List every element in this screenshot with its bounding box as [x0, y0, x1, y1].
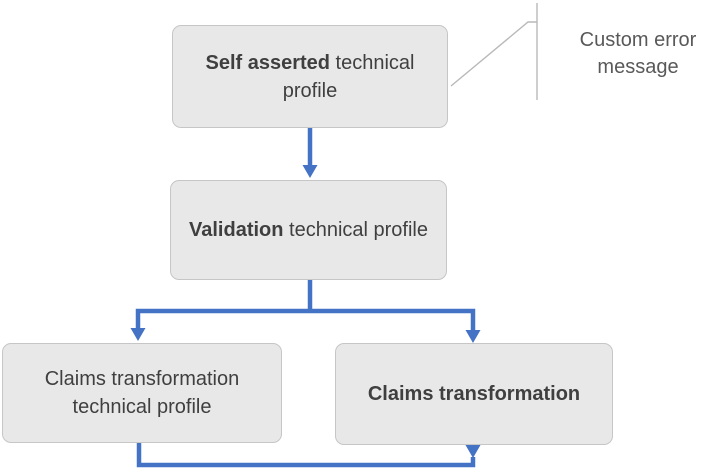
node-label-bold: Claims transformation — [367, 383, 581, 405]
node-self-asserted-technical-profile: Self asserted technical profile — [172, 25, 448, 128]
arrowhead-to-claims-transformation-top — [465, 330, 481, 343]
custom-error-message-label: Custom error message — [579, 29, 697, 78]
node-label: Claims transformation — [368, 380, 580, 408]
node-label-regular: Claims transformation technical profile — [44, 368, 240, 418]
node-label-regular: technical profile — [282, 51, 415, 102]
node-claims-transformation-technical-profile: Claims transformation technical profile — [2, 343, 282, 443]
node-validation-technical-profile: Validation technical profile — [170, 180, 447, 280]
arrowhead-to-validation — [302, 165, 318, 178]
connector-bottom-loop — [136, 443, 476, 468]
node-label: Claims transformation technical profile — [13, 365, 271, 421]
node-label-bold: Self asserted — [205, 51, 330, 74]
node-label: Validation technical profile — [189, 216, 428, 244]
connector-split-rail — [135, 308, 476, 331]
node-label-regular: technical profile — [283, 219, 428, 241]
arrowhead-to-claims-tp — [130, 328, 146, 341]
arrowhead-to-claims-transformation-bottom — [465, 445, 481, 458]
callout-line — [450, 21, 537, 87]
node-claims-transformation: Claims transformation — [335, 343, 613, 445]
node-label-bold: Validation — [189, 219, 284, 241]
node-label: Self asserted technical profile — [183, 49, 437, 105]
